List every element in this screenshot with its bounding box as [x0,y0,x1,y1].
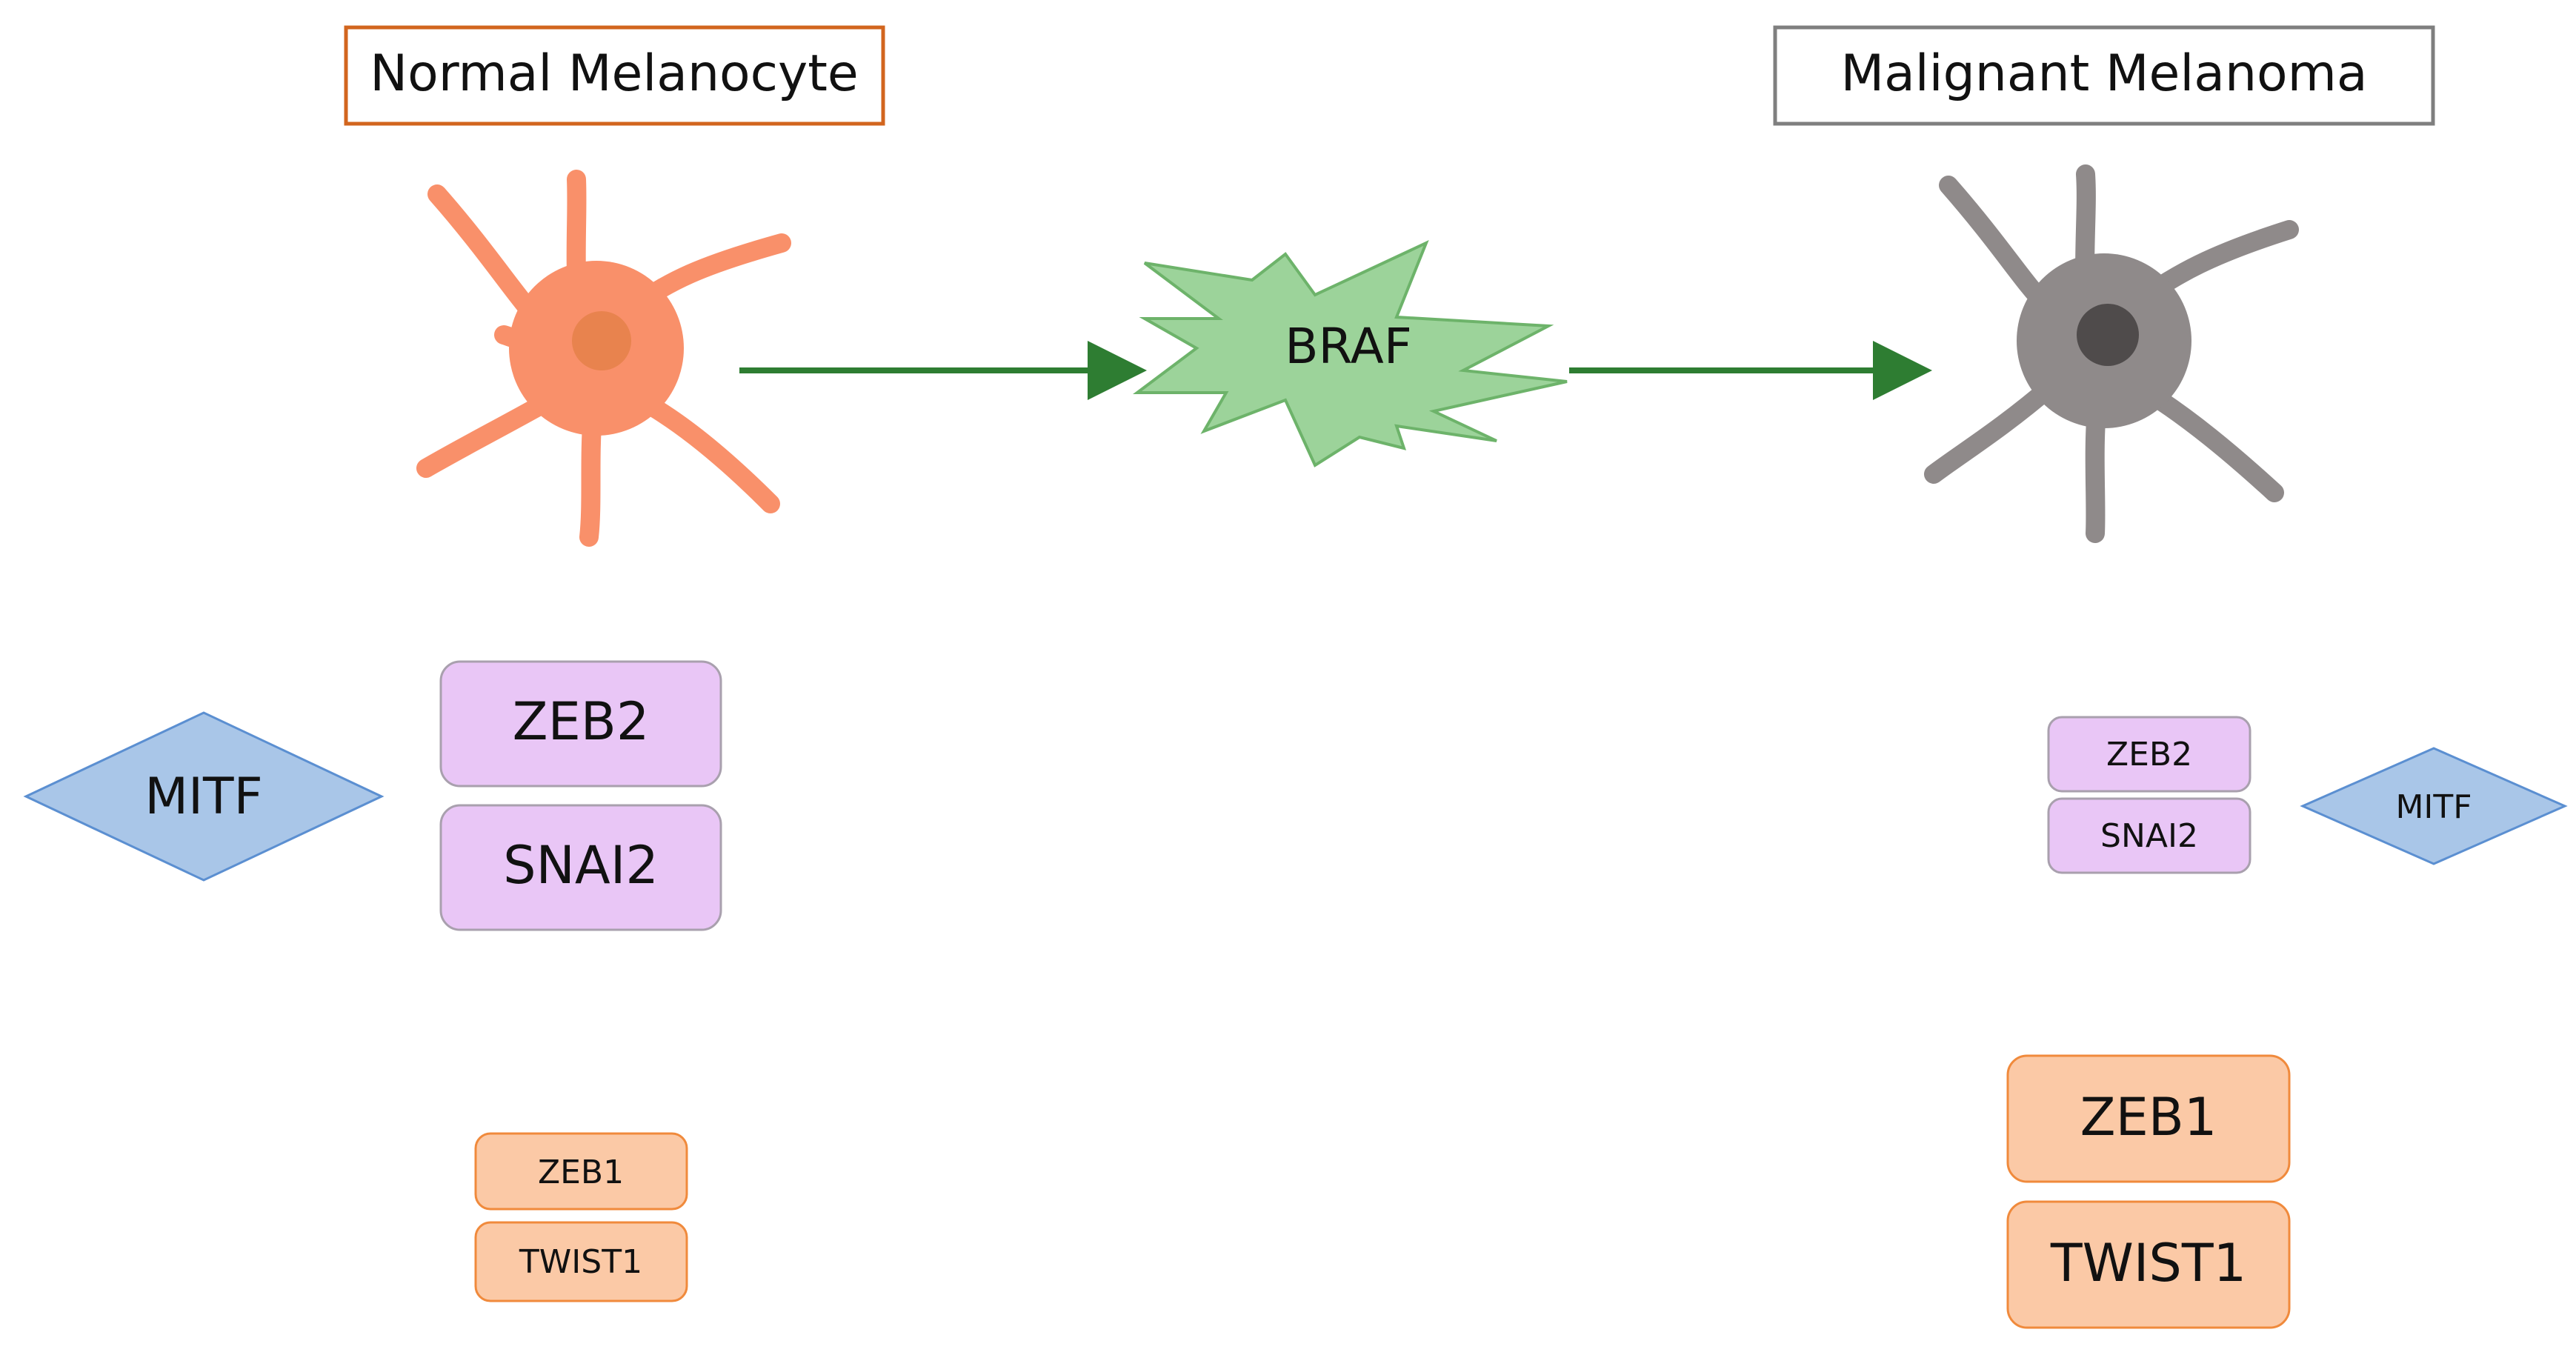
braf-mutation-burst: BRAF [1133,240,1568,467]
malignant-snai2-box: SNAI2 [2047,797,2251,874]
normal-zeb1-box: ZEB1 [474,1132,688,1211]
normal-cell-nucleus [572,311,631,370]
malignant-zeb1-label: ZEB1 [2080,1087,2217,1148]
normal-snai2-box: SNAI2 [439,804,722,931]
malignant-zeb2-label: ZEB2 [2106,736,2192,773]
malignant-twist1-label: TWIST1 [2050,1233,2246,1294]
malignant-zeb2-box: ZEB2 [2047,716,2251,793]
malignant-melanoma-cell [1924,164,2299,543]
braf-label: BRAF [1285,318,1412,375]
malignant-title: Malignant Melanoma [1840,44,2367,103]
normal-mitf-label: MITF [144,768,262,826]
normal-title: Normal Melanocyte [370,44,859,103]
malignant-mitf-label: MITF [2395,788,2472,826]
malignant-snai2-label: SNAI2 [2100,817,2198,855]
normal-mitf-diamond: MITF [23,711,385,882]
normal-zeb2-label: ZEB2 [513,691,650,752]
normal-melanocyte-cell [416,170,791,547]
malignant-zeb1-box: ZEB1 [2006,1054,2291,1183]
normal-title-box: Normal Melanocyte [344,25,885,126]
malignant-mitf-diamond: MITF [2300,747,2568,865]
normal-twist1-box: TWIST1 [474,1221,688,1302]
normal-twist1-label: TWIST1 [519,1243,642,1281]
normal-zeb2-box: ZEB2 [439,660,722,788]
normal-snai2-label: SNAI2 [503,835,659,896]
malignant-twist1-box: TWIST1 [2006,1200,2291,1329]
malignant-title-box: Malignant Melanoma [1773,25,2435,126]
malignant-cell-nucleus [2077,304,2139,366]
normal-zeb1-label: ZEB1 [538,1154,624,1191]
